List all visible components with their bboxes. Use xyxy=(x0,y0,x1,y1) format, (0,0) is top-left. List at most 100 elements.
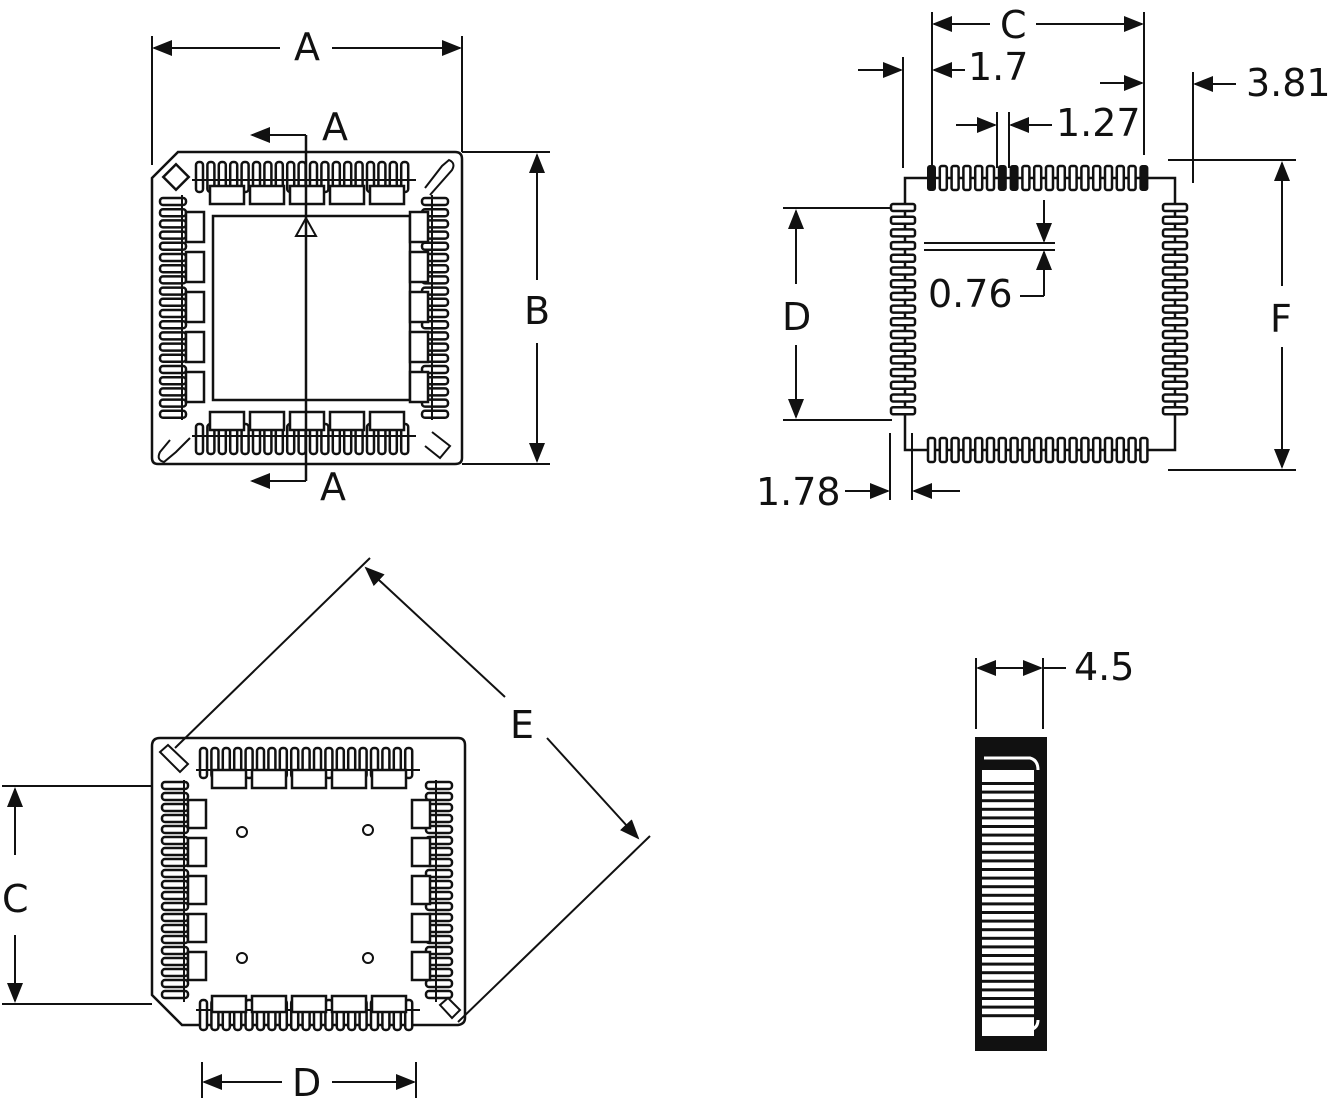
dim-value-1-78: 1.78 xyxy=(756,470,841,514)
top-view-outline xyxy=(150,150,464,466)
pin-pad xyxy=(420,409,450,420)
pin-pad xyxy=(424,945,454,956)
pin-pad xyxy=(186,836,208,868)
pin-pad xyxy=(1068,164,1078,192)
pin-pad xyxy=(368,184,406,206)
pin-pad xyxy=(370,994,408,1014)
pin-pad xyxy=(424,989,454,1000)
corner-latch-br xyxy=(438,996,462,1020)
corner-latch-tr xyxy=(424,158,455,196)
pin-pad xyxy=(1115,436,1126,464)
bottom-view-outline xyxy=(150,736,467,1027)
dim-value-3-81: 3.81 xyxy=(1246,61,1331,105)
pin-pad xyxy=(889,393,917,403)
pin-pad xyxy=(330,994,368,1014)
pin-pad xyxy=(184,290,206,324)
pin-pad xyxy=(424,791,454,802)
pin-pad xyxy=(1139,165,1149,191)
pin-pad xyxy=(368,410,406,432)
dim-value-4-5: 4.5 xyxy=(1074,645,1134,689)
pin-pad xyxy=(408,330,430,364)
pin-pad xyxy=(889,278,917,289)
pin-pad xyxy=(1161,367,1189,378)
pin-pad xyxy=(889,291,917,302)
pin-pad xyxy=(1161,240,1189,251)
standoff-hole xyxy=(362,824,374,836)
pin-pad xyxy=(160,868,190,879)
pin-pad xyxy=(889,380,917,391)
pin-pad xyxy=(1161,253,1189,264)
section-label-bottom: A xyxy=(320,465,346,509)
pin-pad xyxy=(330,768,368,790)
footprint-bottom-pads xyxy=(926,436,1149,464)
pin-pad xyxy=(889,253,917,264)
bottom-view-bottom-pins xyxy=(196,994,420,1032)
corner-latch-bl xyxy=(157,437,191,464)
footprint-left-pads xyxy=(889,202,917,416)
pin-pad xyxy=(889,304,917,314)
pin-pad xyxy=(889,355,917,365)
pin-pad xyxy=(420,241,450,252)
left-pin-row xyxy=(158,195,206,420)
pin-pad xyxy=(1080,164,1090,192)
top-view-window xyxy=(211,214,412,402)
pin-pad xyxy=(328,410,366,432)
pin-pad xyxy=(938,164,949,192)
pin-pad xyxy=(290,768,328,790)
dim-label-D-footprint: D xyxy=(782,295,811,339)
pin-pad xyxy=(410,912,432,944)
pin-pad xyxy=(184,210,206,244)
dim-label-B: B xyxy=(524,289,550,333)
dim-label-A: A xyxy=(294,25,320,69)
pin-pad xyxy=(1161,228,1189,238)
pin-pad xyxy=(889,405,917,416)
pin-pad xyxy=(410,874,432,906)
pin-pad xyxy=(889,240,917,251)
pin-pad xyxy=(198,746,209,780)
pin-pad xyxy=(889,317,917,327)
standoff-hole xyxy=(362,952,374,964)
pin-pad xyxy=(1161,342,1189,352)
pin-pad xyxy=(1161,304,1189,314)
pin-pad xyxy=(973,436,984,464)
pin-pad xyxy=(198,998,209,1032)
pin-pad xyxy=(1044,164,1055,192)
side-view-contacts xyxy=(982,782,1034,1018)
pin-pad xyxy=(158,409,188,420)
pin-pad xyxy=(370,768,408,790)
bottom-view-right-pins xyxy=(410,780,454,1002)
pin-pad xyxy=(1161,405,1189,416)
pin-pad xyxy=(1103,164,1114,192)
pin-pad xyxy=(250,994,288,1014)
pin-pad xyxy=(158,196,188,207)
pin-pad xyxy=(290,994,328,1014)
pin-pad xyxy=(889,228,917,238)
pin-pad xyxy=(408,290,430,324)
pin-pad xyxy=(962,164,972,192)
pin-pad xyxy=(1161,393,1189,403)
footprint-top-pads xyxy=(927,164,1149,192)
pin-pad xyxy=(186,950,208,982)
pin-pad xyxy=(962,436,972,464)
pin-pad xyxy=(997,165,1007,191)
pin-pad xyxy=(410,798,432,830)
pin-pad xyxy=(208,410,246,432)
pin-pad xyxy=(1032,164,1043,192)
pin-pad xyxy=(424,978,454,989)
pin-pad xyxy=(208,184,246,206)
pin-pad xyxy=(1091,164,1102,192)
pin-pad xyxy=(184,330,206,364)
pin-pad xyxy=(889,215,917,225)
pin-pad xyxy=(1032,436,1043,464)
top-view: A A A B xyxy=(150,25,550,509)
pin-pad xyxy=(194,422,205,456)
bottom-view-top-pins xyxy=(196,746,420,790)
pin-pad xyxy=(184,370,206,404)
pin-pad xyxy=(1161,329,1189,340)
footprint-right-pads xyxy=(1161,202,1189,416)
pin-pad xyxy=(1056,164,1067,192)
dim-value-1-7: 1.7 xyxy=(968,45,1028,89)
dim-label-C-bottom: C xyxy=(2,877,29,921)
pin-pad xyxy=(408,370,430,404)
